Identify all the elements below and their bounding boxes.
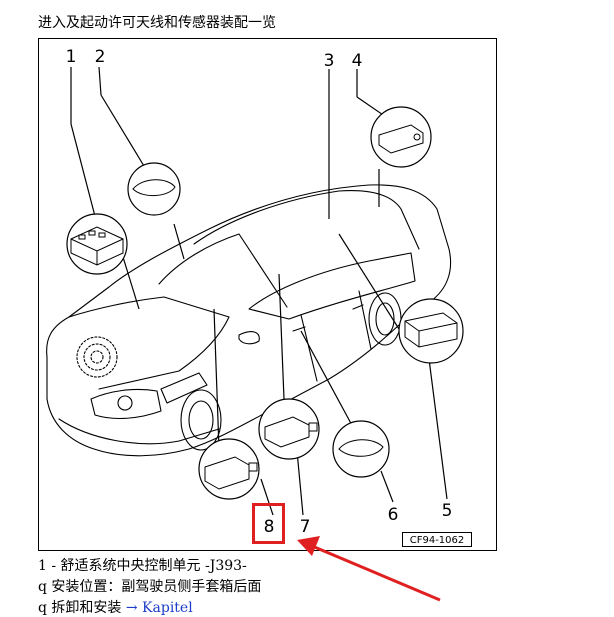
car-body-outline: [46, 184, 452, 457]
leader-line-2: [98, 66, 102, 96]
leader-line-5: [428, 358, 448, 500]
callout-6: 6: [387, 505, 399, 525]
car-hood: [68, 296, 230, 390]
page-title: 进入及起动许可天线和传感器装配一览: [38, 15, 276, 31]
car-headlight: [160, 372, 208, 404]
callout-7: 7: [299, 517, 311, 537]
antenna-spiral-icon: [76, 336, 118, 378]
control-unit-icon: [70, 226, 124, 266]
highlight-box: [252, 503, 285, 544]
detail-bubble-6: [332, 420, 390, 478]
door-handle-antenna-icon: [132, 179, 176, 196]
rear-door-handle-icon: [338, 439, 384, 457]
front-wheel-icon: [180, 389, 222, 451]
removal-chapter-link[interactable]: → Kapitel: [125, 600, 193, 616]
detail-bubble-4: [370, 106, 432, 168]
figure-code: CF94-1062: [402, 532, 472, 547]
detail-bubble-7: [258, 398, 320, 460]
detail-bubble-5: [398, 298, 464, 364]
car-door-line: [300, 314, 318, 382]
callout-4: 4: [351, 51, 363, 71]
detail-bubble-2: [127, 162, 181, 216]
leader-line-8: [260, 478, 274, 516]
car-side-mirror: [238, 331, 260, 345]
item-1-removal: q 拆卸和安装 → Kapitel: [38, 599, 193, 617]
car-line-drawing: [46, 66, 464, 516]
rear-antenna-icon: [204, 456, 250, 490]
car-grille: [90, 388, 162, 419]
car-windshield: [158, 233, 288, 308]
car-door-line-rear: [358, 290, 372, 350]
antenna-module-icon: [404, 312, 458, 348]
car-side-windows: [248, 252, 416, 320]
callout-8: 8: [263, 517, 275, 537]
bumper-sensor-icon: [378, 124, 424, 154]
car-door-handle-front: [292, 326, 306, 332]
callout-2: 2: [94, 47, 106, 67]
item-1-title: 1 - 舒适系统中央控制单元 -J393-: [38, 558, 247, 574]
callout-1: 1: [65, 47, 77, 67]
item-1-install-location: q 安装位置：副驾驶员侧手套箱后面: [38, 579, 262, 595]
diagram-figure: 1 2 3 4 5 6 7 8 CF94-1062: [38, 38, 497, 551]
callout-3: 3: [323, 51, 335, 71]
detail-bubble-8: [198, 438, 260, 500]
item-1-removal-label: q 拆卸和安装: [38, 600, 122, 616]
car-front-bumper: [58, 418, 220, 445]
interior-antenna-icon: [264, 416, 310, 448]
leader-line-6: [380, 470, 394, 503]
car-roof: [193, 190, 420, 250]
leader-line-7: [296, 450, 304, 516]
car-door-handle-rear: [352, 304, 364, 310]
detail-bubble-1: [66, 213, 128, 275]
callout-5: 5: [441, 501, 453, 521]
car-emblem-icon: [117, 395, 133, 411]
